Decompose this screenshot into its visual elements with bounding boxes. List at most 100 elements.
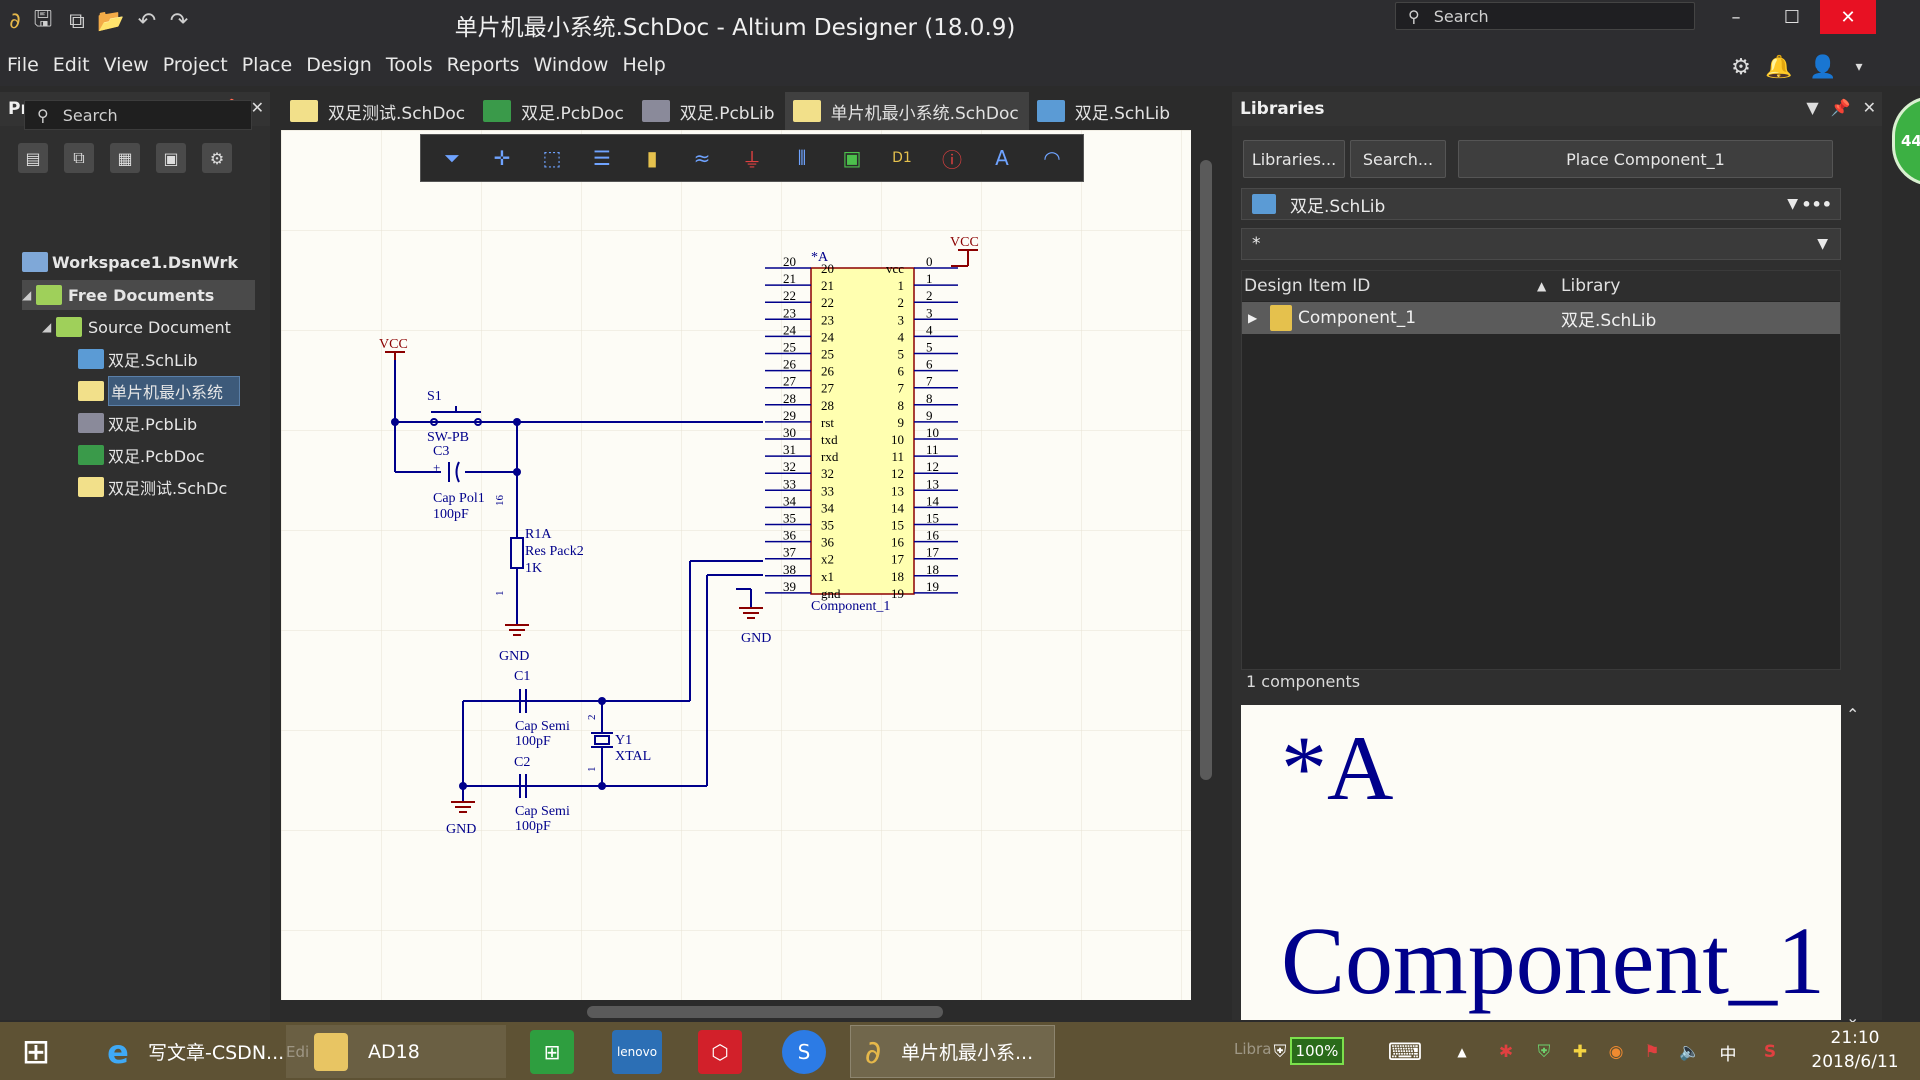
menu-tools[interactable]: Tools <box>385 54 433 76</box>
shield-icon[interactable]: ⛨ <box>1273 1042 1287 1062</box>
tree-file-test-schdoc[interactable]: 双足测试.SchDc <box>78 472 227 502</box>
sogou-input-icon[interactable]: S <box>1763 1042 1777 1062</box>
library-filter-input[interactable]: * ▼ <box>1241 228 1841 260</box>
expand-arrow-icon[interactable]: ◢ <box>42 320 52 334</box>
move-crosshair-icon[interactable]: ✛ <box>493 146 511 170</box>
tree-file-schlib[interactable]: 双足.SchLib <box>78 344 198 374</box>
save-all-icon[interactable]: ⧉ <box>69 8 85 34</box>
pin-icon[interactable]: 📌 <box>1830 98 1851 117</box>
library-select[interactable]: 双足.SchLib ▼ ••• <box>1241 188 1841 220</box>
select-area-icon[interactable]: ⬚ <box>542 146 562 170</box>
collapse-preview-icon[interactable]: ⌃ <box>1846 705 1860 724</box>
tree-file-pcblib[interactable]: 双足.PcbLib <box>78 408 197 438</box>
tray-app-icon[interactable]: ✱ <box>1498 1042 1514 1062</box>
save-documents-icon[interactable]: ⧉ <box>64 143 94 173</box>
column-design-item-id[interactable]: Design Item ID <box>1244 276 1371 296</box>
tab-schlib[interactable]: 双足.SchLib <box>1029 92 1180 130</box>
taskbar-sogou[interactable]: S <box>782 1025 826 1078</box>
system-clock[interactable]: 21:10 2018/6/11 <box>1800 1026 1910 1074</box>
menu-help[interactable]: Help <box>622 54 666 76</box>
taskbar-ad18-folder[interactable]: Edi AD18 <box>286 1025 506 1078</box>
redo-icon[interactable]: ↷ <box>169 8 189 34</box>
capacitor-c3[interactable] <box>448 461 460 483</box>
place-sheet-symbol-icon[interactable]: ▣ <box>842 146 862 170</box>
global-search-input[interactable]: ⚲ Search <box>1395 2 1695 30</box>
open-folder-icon[interactable]: 📂 <box>97 8 125 34</box>
horizontal-scroll-thumb[interactable] <box>587 1006 943 1018</box>
more-options-icon[interactable]: ••• <box>1801 194 1832 214</box>
network-flag-icon[interactable]: ⚑ <box>1644 1042 1660 1062</box>
taskbar-ie-csdn[interactable]: e 写文章-CSDN... <box>96 1025 296 1078</box>
place-arc-icon[interactable]: ◠ <box>1043 146 1061 170</box>
security-shield-icon[interactable]: ⛨ <box>1537 1042 1551 1062</box>
undo-icon[interactable]: ↶ <box>137 8 157 34</box>
place-wire-icon[interactable]: ≈ <box>693 146 711 170</box>
expand-row-icon[interactable]: ▶ <box>1248 311 1258 325</box>
vertical-scroll-thumb[interactable] <box>1200 160 1212 780</box>
place-component-icon[interactable]: ▮ <box>646 146 658 170</box>
taskbar-redbox-app[interactable]: ⬡ <box>698 1025 742 1078</box>
notifications-bell-icon[interactable]: 🔔 <box>1765 54 1793 80</box>
tree-folder-source[interactable]: ◢ Source Document <box>42 312 231 342</box>
place-text-icon[interactable]: A <box>995 146 1009 170</box>
panel-close-icon[interactable]: ✕ <box>250 98 264 117</box>
project-options-icon[interactable]: ▣ <box>156 143 186 173</box>
tray-expand-chevron-icon[interactable]: ▲ <box>1457 1045 1467 1059</box>
minimize-button[interactable]: – <box>1731 6 1741 28</box>
column-library[interactable]: Library <box>1561 276 1621 296</box>
close-button[interactable]: ✕ <box>1820 0 1876 34</box>
place-bus-icon[interactable]: ⫴ <box>797 146 807 170</box>
menu-reports[interactable]: Reports <box>446 54 520 76</box>
tree-workspace[interactable]: Workspace1.DsnWrk <box>22 247 238 277</box>
resistor-r1-body[interactable] <box>510 537 524 569</box>
menu-edit[interactable]: Edit <box>52 54 90 76</box>
panel-close-icon[interactable]: ✕ <box>1862 98 1876 117</box>
tree-project-free-documents[interactable]: ◢ Free Documents <box>22 280 255 310</box>
place-component-button[interactable]: Place Component_1 <box>1458 140 1833 178</box>
capacitor-c2[interactable] <box>519 774 527 798</box>
sort-ascending-icon[interactable]: ▲ <box>1537 279 1547 293</box>
menu-project[interactable]: Project <box>162 54 228 76</box>
align-icon[interactable]: ☰ <box>593 146 611 170</box>
tab-pcblib[interactable]: 双足.PcbLib <box>634 92 785 130</box>
settings-gear-icon[interactable]: ⚙ <box>1731 54 1751 80</box>
tree-file-pcbdoc[interactable]: 双足.PcbDoc <box>78 440 205 470</box>
chevron-down-icon[interactable]: ▼ <box>1817 236 1828 252</box>
maximize-button[interactable]: ☐ <box>1783 6 1801 28</box>
save-icon[interactable]: 🖫 <box>33 7 53 32</box>
tab-pcbdoc[interactable]: 双足.PcbDoc <box>475 92 634 130</box>
filter-icon[interactable]: ⏷ <box>444 146 460 170</box>
switch-s1[interactable] <box>430 406 482 426</box>
project-settings-gear-icon[interactable]: ⚙ <box>202 143 232 173</box>
volume-icon[interactable]: 🔈 <box>1679 1042 1701 1062</box>
taskbar-altium-active[interactable]: ∂ 单片机最小系... <box>850 1025 1055 1078</box>
menu-design[interactable]: Design <box>306 54 372 76</box>
keyboard-icon[interactable]: ⌨ <box>1387 1038 1423 1066</box>
chevron-down-icon[interactable]: ▼ <box>1787 196 1798 212</box>
project-folder-icon[interactable]: ▦ <box>110 143 140 173</box>
crystal-y1[interactable] <box>591 732 613 748</box>
place-power-port-icon[interactable]: ⏚ <box>742 147 762 172</box>
ime-indicator[interactable]: 中 <box>1719 1044 1737 1065</box>
component-u1[interactable] <box>810 267 915 595</box>
windows-start-icon[interactable]: ⊞ <box>21 1031 51 1072</box>
app-logo-icon[interactable]: ∂ <box>9 8 21 34</box>
account-menu-chevron-icon[interactable]: ▾ <box>1855 59 1863 75</box>
save-project-icon[interactable]: ▤ <box>18 143 48 173</box>
search-libraries-button[interactable]: Search... <box>1350 140 1446 178</box>
place-directive-icon[interactable]: ⓘ <box>942 147 962 172</box>
menu-window[interactable]: Window <box>533 54 609 76</box>
menu-view[interactable]: View <box>103 54 149 76</box>
expand-arrow-icon[interactable]: ◢ <box>22 288 32 302</box>
user-account-icon[interactable]: 👤 <box>1809 54 1837 80</box>
table-row[interactable]: ▶ Component_1 双足.SchLib <box>1242 302 1840 334</box>
battery-indicator[interactable]: 100% <box>1290 1037 1344 1065</box>
menu-place[interactable]: Place <box>241 54 293 76</box>
taskbar-store[interactable]: ⊞ <box>530 1025 574 1078</box>
tray-circle-icon[interactable]: ◉ <box>1608 1042 1624 1062</box>
tree-file-schdoc-active[interactable]: 单片机最小系统 <box>78 376 241 406</box>
capacitor-c1[interactable] <box>519 689 527 713</box>
tab-test-schdoc[interactable]: 双足测试.SchDoc <box>282 92 475 130</box>
taskbar-lenovo[interactable]: lenovo <box>612 1025 662 1078</box>
